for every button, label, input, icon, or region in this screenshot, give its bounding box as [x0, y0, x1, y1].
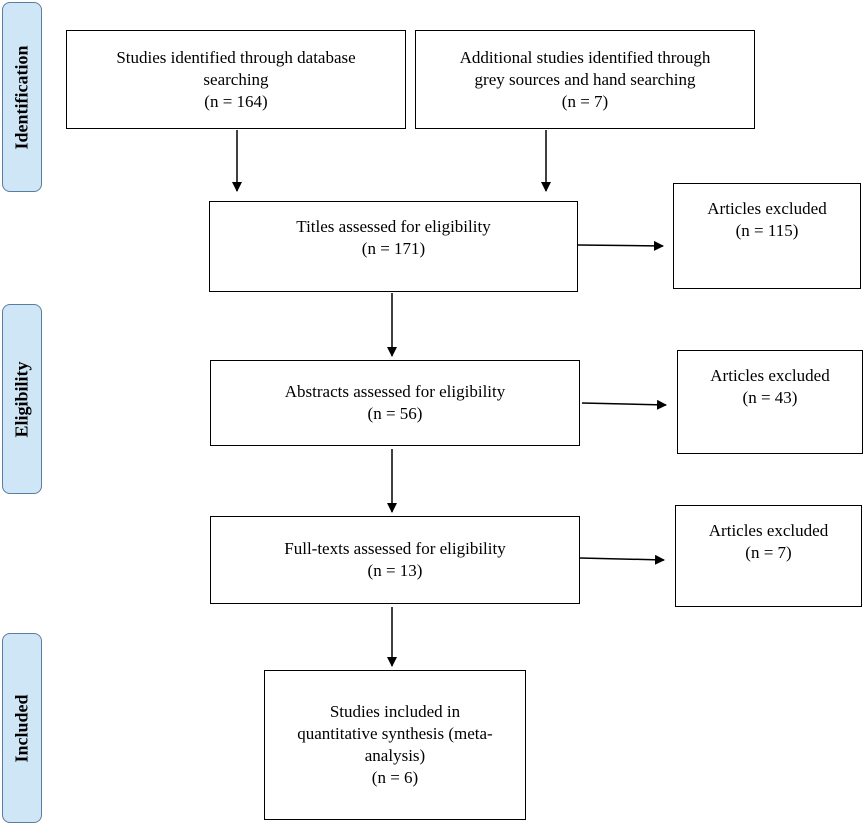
included-studies-line-1: Studies included in	[329, 702, 461, 721]
box-database-search: Studies identified through database sear…	[66, 30, 406, 129]
box-fulltexts-excluded: Articles excluded (n = 7)	[675, 505, 862, 607]
box-fulltexts-assessed: Full-texts assessed for eligibility (n =…	[210, 516, 580, 604]
fulltexts-excluded-count: (n = 7)	[745, 543, 792, 562]
box-included-studies: Studies included in quantitative synthes…	[264, 670, 526, 820]
arrow-titles-to-excluded	[577, 240, 664, 251]
database-search-line-2: searching	[203, 69, 269, 89]
arrow-abstracts-to-excluded	[581, 399, 667, 410]
titles-assessed-count: (n = 171)	[361, 239, 426, 258]
box-titles-assessed: Titles assessed for eligibility (n = 171…	[209, 201, 578, 292]
grey-sources-line-1: Additional studies identified through	[459, 47, 711, 67]
abstracts-excluded-count: (n = 43)	[742, 388, 798, 407]
abstracts-excluded-line-1: Articles excluded	[710, 366, 830, 385]
stage-eligibility: Eligibility	[2, 304, 42, 494]
box-titles-excluded: Articles excluded (n = 115)	[673, 183, 861, 289]
stage-included: Included	[2, 633, 42, 823]
grey-sources-line-2: grey sources and hand searching	[474, 69, 696, 89]
included-studies-line-2: quantitative synthesis (meta-	[297, 724, 493, 743]
titles-assessed-line-1: Titles assessed for eligibility	[296, 217, 491, 236]
fulltexts-excluded-line-1: Articles excluded	[708, 521, 829, 540]
database-search-line-1: Studies identified through database	[116, 47, 356, 67]
included-studies-line-3: analysis)	[364, 746, 426, 765]
fulltexts-assessed-count: (n = 13)	[367, 561, 423, 580]
included-studies-count: (n = 6)	[371, 768, 419, 787]
abstracts-assessed-line-1: Abstracts assessed for eligibility	[284, 382, 506, 401]
database-search-count: (n = 164)	[204, 91, 268, 111]
box-abstracts-excluded: Articles excluded (n = 43)	[677, 350, 863, 454]
abstracts-assessed-count: (n = 56)	[367, 404, 423, 423]
arrow-fulltexts-to-excluded	[579, 554, 665, 565]
titles-excluded-line-1: Articles excluded	[707, 199, 827, 218]
box-abstracts-assessed: Abstracts assessed for eligibility (n = …	[210, 360, 580, 446]
box-grey-sources: Additional studies identified through gr…	[415, 30, 755, 129]
fulltexts-assessed-line-1: Full-texts assessed for eligibility	[284, 539, 506, 558]
stage-identification: Identification	[2, 2, 42, 192]
titles-excluded-count: (n = 115)	[735, 221, 799, 240]
grey-sources-count: (n = 7)	[561, 91, 609, 111]
